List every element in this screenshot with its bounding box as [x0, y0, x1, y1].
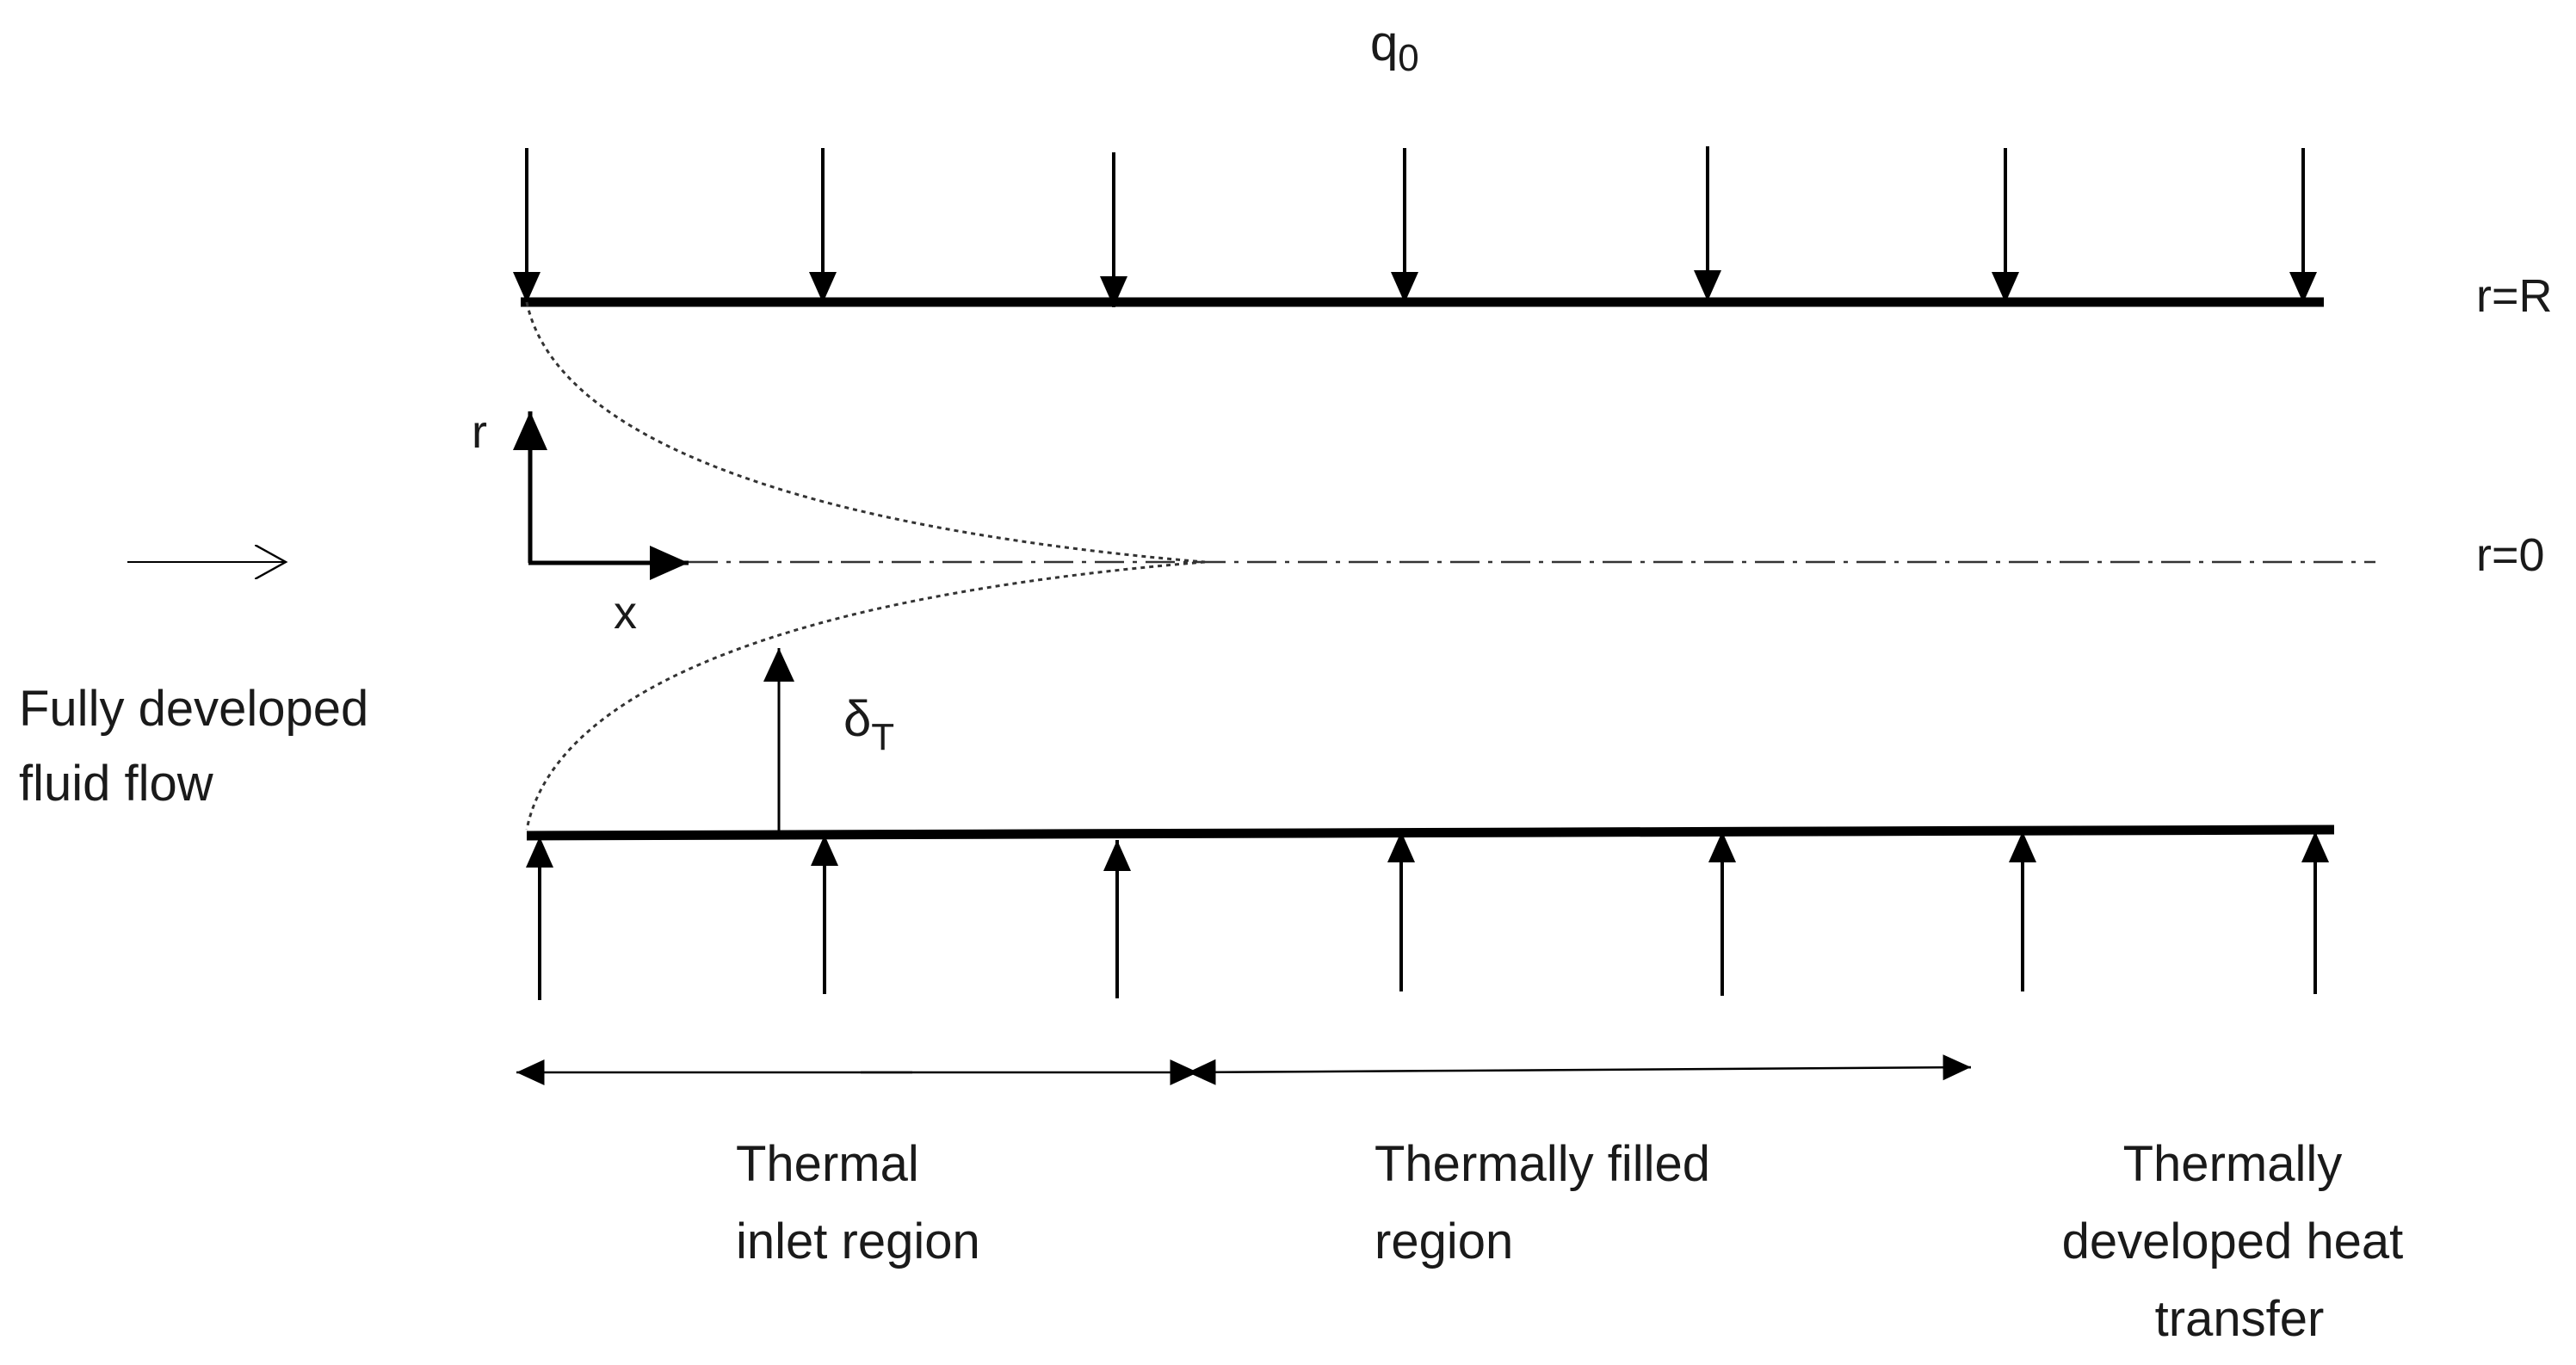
region-developed-label: Thermally developed heat transfer — [2062, 1136, 2418, 1347]
region-inlet-label: Thermal inlet region — [736, 1136, 980, 1269]
coord-x-label: x — [614, 587, 637, 639]
coord-r-label: r — [472, 406, 487, 458]
inflow-label: Fully developed fluid flow — [19, 681, 382, 812]
bottom-wall — [526, 825, 2335, 841]
thermal-boundary-layer-top — [525, 301, 1206, 564]
thermal-boundary-layer-bottom — [525, 560, 1206, 831]
delta-t-label: δT — [843, 691, 894, 758]
region-filled-label: Thermally filled region — [1374, 1136, 1724, 1269]
axis-label: r=0 — [2476, 529, 2545, 581]
coordinate-axes — [513, 411, 689, 580]
wall-label: r=R — [2476, 270, 2553, 322]
bottom-heat-flux-arrows — [526, 831, 2329, 1000]
heat-flux-label: q0 — [1370, 15, 1419, 79]
region-dimension-arrows — [516, 1054, 1972, 1085]
top-heat-flux-arrows — [513, 146, 2317, 307]
